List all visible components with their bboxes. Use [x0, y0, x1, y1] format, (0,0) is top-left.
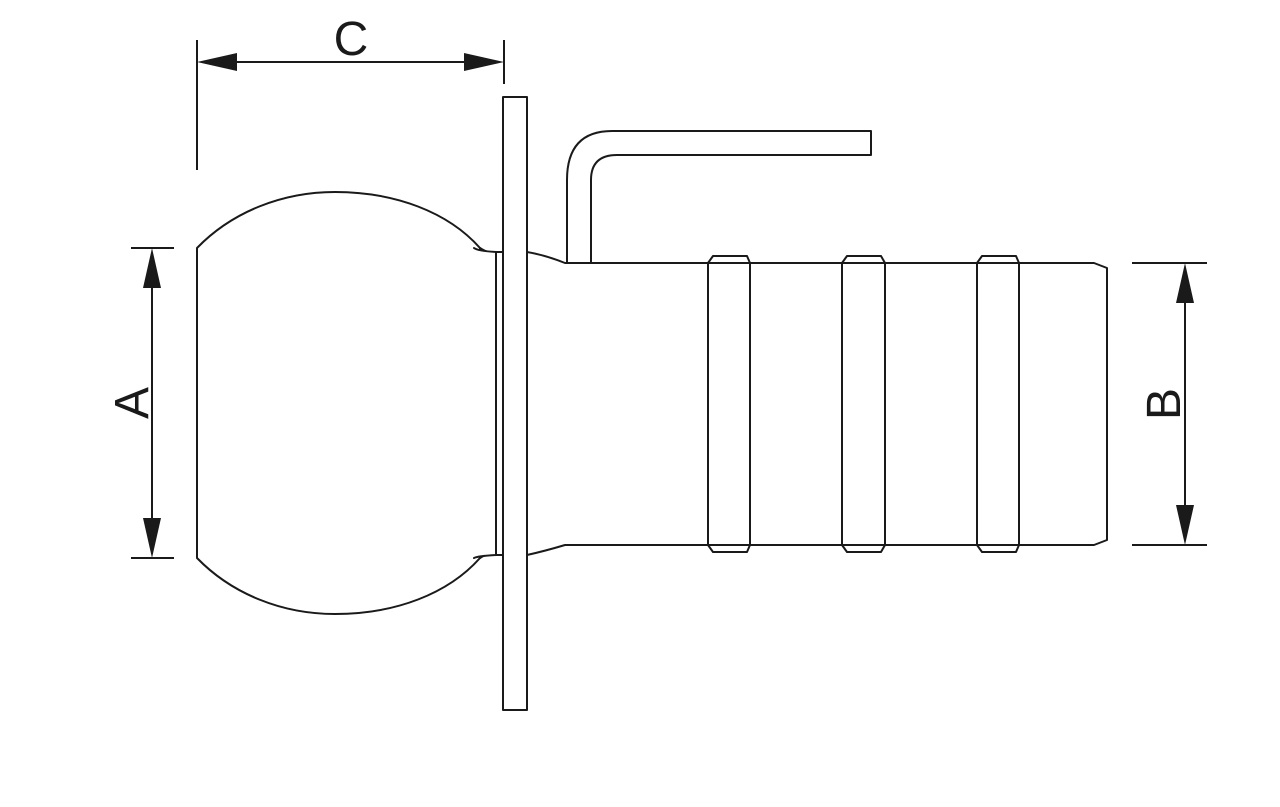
flange-plate: [502, 96, 528, 711]
dimension-label-c: C: [334, 13, 369, 66]
dimension-c: C: [196, 13, 505, 170]
dimension-label-b: B: [1138, 388, 1191, 420]
dimension-b: B: [1132, 262, 1207, 546]
hose-tail: [526, 251, 1108, 556]
locking-pin: [566, 130, 872, 264]
dimension-a: A: [106, 247, 174, 559]
ball-body: [196, 191, 497, 615]
dimension-label-a: A: [106, 387, 159, 419]
